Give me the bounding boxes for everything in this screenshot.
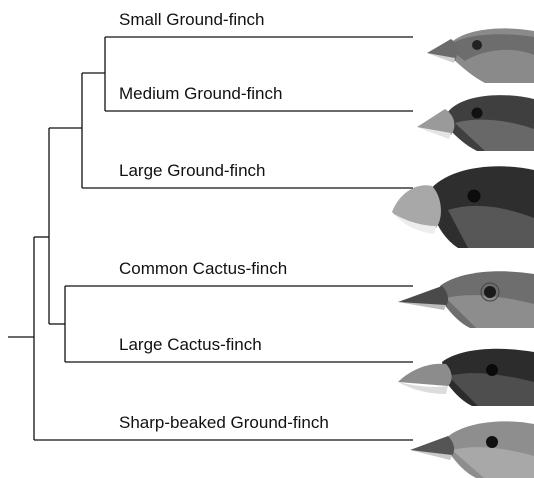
label-sharp-beaked-ground-finch: Sharp-beaked Ground-finch <box>119 413 329 433</box>
common-cactus-finch-head-icon <box>396 268 534 328</box>
label-large-cactus-finch: Large Cactus-finch <box>119 335 262 355</box>
small-ground-finch-head-icon <box>425 25 534 83</box>
medium-ground-finch-head-icon <box>415 93 534 151</box>
label-large-ground-finch: Large Ground-finch <box>119 161 265 181</box>
large-cactus-finch-head-icon <box>396 348 534 406</box>
label-small-ground-finch: Small Ground-finch <box>119 10 265 30</box>
label-medium-ground-finch: Medium Ground-finch <box>119 84 282 104</box>
large-ground-finch-head-icon <box>388 166 534 248</box>
label-common-cactus-finch: Common Cactus-finch <box>119 259 287 279</box>
sharp-beaked-ground-finch-head-icon <box>408 420 534 478</box>
